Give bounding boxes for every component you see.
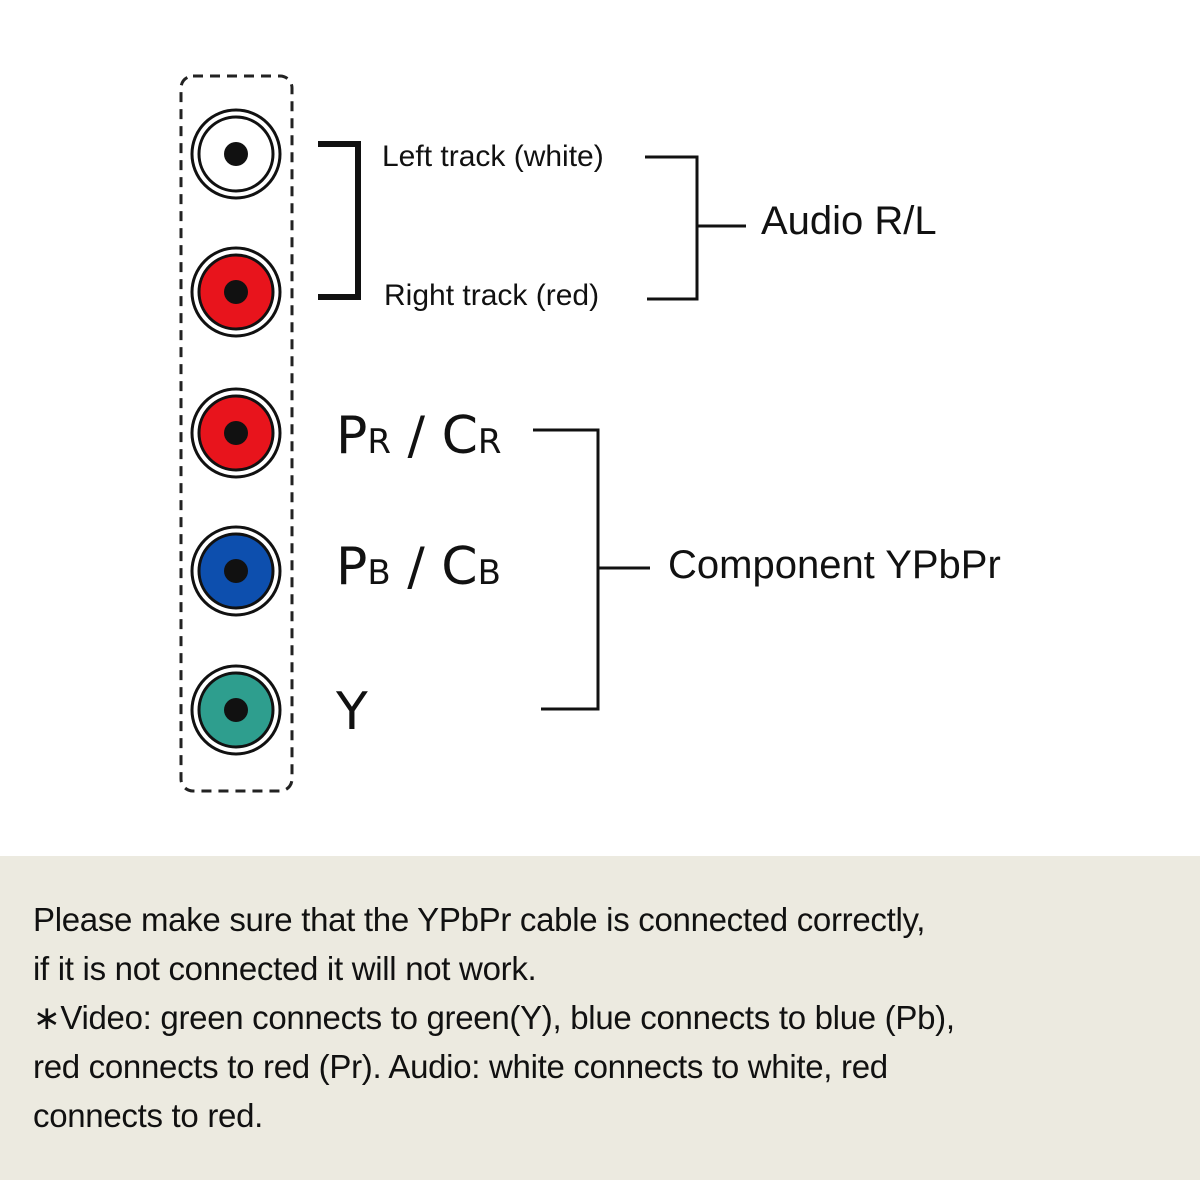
label-audio-group: Audio R/L (761, 199, 937, 243)
note-line: ∗Video: green connects to green(Y), blue… (33, 999, 955, 1036)
note-text: Please make sure that the YPbPr cable is… (33, 895, 1173, 1140)
note-line: red connects to red (Pr). Audio: white c… (33, 1048, 888, 1085)
connector-panel-outline (179, 74, 294, 793)
note-line: Please make sure that the YPbPr cable is… (33, 901, 926, 938)
note-line: if it is not connected it will not work. (33, 950, 537, 987)
note-band (0, 856, 1200, 1180)
jack-video-y (190, 664, 282, 756)
component-group-bracket (533, 428, 650, 711)
connection-diagram: Left track (white) Right track (red) Aud… (179, 74, 1001, 793)
label-y: Y (335, 682, 368, 742)
jack-audio-right (190, 246, 282, 338)
label-component-group: Component YPbPr (668, 543, 1001, 587)
label-pb-cb: PB / CB (336, 537, 501, 597)
note-line: connects to red. (33, 1097, 264, 1134)
label-pr-cr: PR / CR (336, 406, 502, 466)
jack-audio-left (190, 108, 282, 200)
label-left-track: Left track (white) (382, 140, 604, 173)
label-right-track: Right track (red) (384, 279, 599, 312)
jack-video-pr (190, 387, 282, 479)
audio-group-bracket (645, 155, 746, 301)
jack-video-pb (190, 525, 282, 617)
audio-pair-bracket (318, 141, 361, 300)
